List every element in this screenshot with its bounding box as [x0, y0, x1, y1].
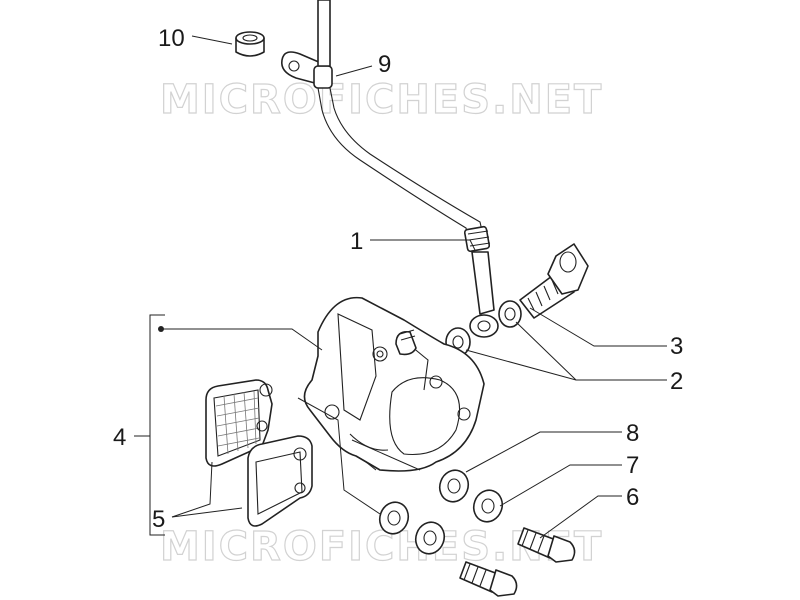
callout-2: 2	[670, 368, 683, 395]
brake-pad-front-part	[247, 435, 313, 527]
callout-1: 1	[350, 228, 363, 255]
callout-5: 5	[152, 506, 165, 533]
watermark-top: MICROFICHES.NET	[160, 77, 603, 123]
callout-7: 7	[626, 452, 639, 479]
brake-pad-back-part	[205, 379, 273, 467]
washer-part-7	[414, 489, 504, 555]
caliper-body-part	[303, 296, 485, 472]
callout-8: 8	[626, 420, 639, 447]
leader-lines	[171, 35, 667, 539]
callout-10: 10	[158, 25, 185, 52]
callout-4: 4	[113, 424, 126, 451]
callout-9: 9	[378, 51, 391, 78]
group-bracket	[134, 314, 323, 536]
callout-3: 3	[670, 333, 683, 360]
washer-part-8	[378, 469, 470, 535]
banjo-bolt-part	[519, 243, 589, 319]
mounting-bolt-part	[459, 527, 576, 597]
grommet-part	[235, 31, 265, 57]
callout-6: 6	[626, 484, 639, 511]
brake-hose-part	[317, 0, 499, 338]
